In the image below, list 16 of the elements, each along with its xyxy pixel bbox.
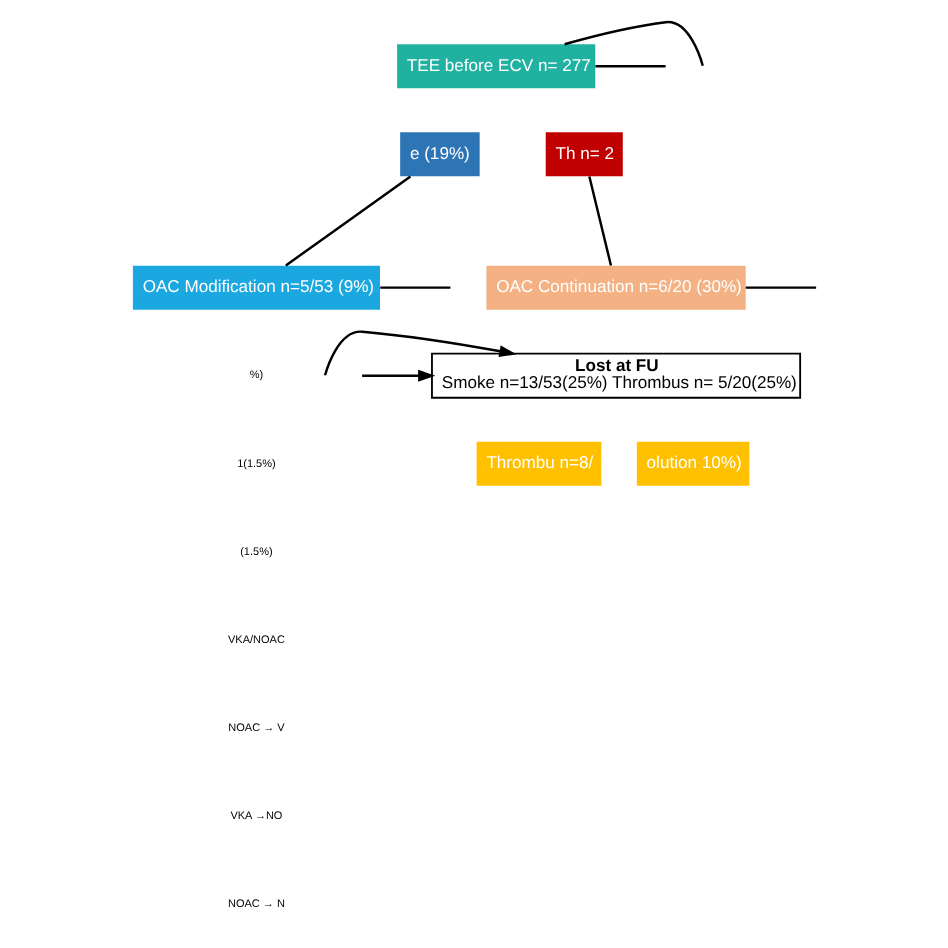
connector <box>587 176 612 266</box>
node-box: Th n= 2 <box>544 132 622 177</box>
node-box: TEE before ECV n= 277 <box>396 44 595 89</box>
node-box: OAC Modification n=5/53 (9%) <box>131 265 379 310</box>
node-box: Thrombu n=8/ <box>475 441 601 486</box>
arrow <box>322 330 516 376</box>
connector <box>563 21 703 67</box>
node-box: OAC Continuation n=6/20 (30%) <box>485 265 745 310</box>
connector <box>594 65 665 68</box>
node-box: e (19%) <box>399 132 479 177</box>
connector <box>744 286 816 289</box>
connector <box>284 175 411 267</box>
node-box: Lost at FU Smoke n=13/53(25%) Thrombus n= 5/20(25%) <box>430 352 801 399</box>
arrow <box>361 369 435 382</box>
node-box: olution 10%) <box>635 441 749 486</box>
connector <box>379 286 450 289</box>
